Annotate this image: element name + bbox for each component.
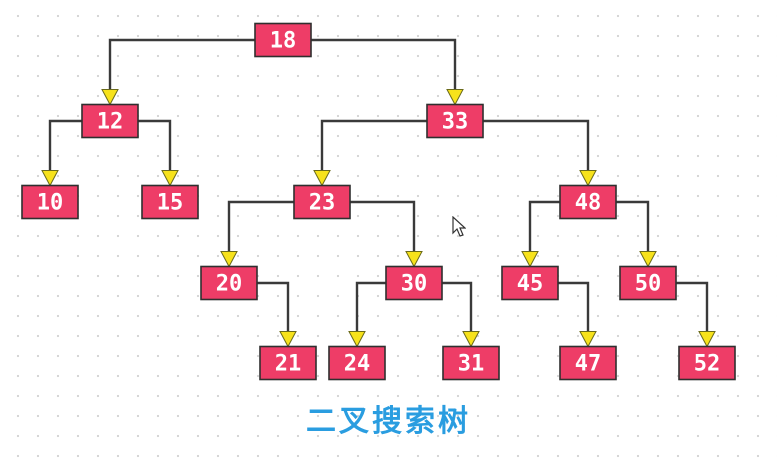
node-value: 30	[401, 272, 428, 297]
arrow-head-icon	[279, 331, 297, 348]
tree-node-31: 31	[442, 345, 500, 381]
edge-30-24	[348, 281, 386, 348]
node-value: 15	[157, 191, 184, 216]
node-value: 24	[344, 352, 371, 377]
tree-node-23: 23	[293, 184, 351, 220]
edge-12-10	[41, 119, 82, 187]
tree-node-21: 21	[259, 345, 317, 381]
tree-node-18: 18	[254, 22, 312, 58]
edge-20-21	[257, 281, 297, 348]
edges	[41, 38, 716, 348]
node-value: 12	[97, 110, 124, 135]
tree-node-20: 20	[200, 265, 258, 301]
arrow-head-icon	[405, 251, 423, 268]
node-value: 45	[517, 272, 544, 297]
tree-node-12: 12	[81, 103, 139, 139]
edge-48-45	[521, 200, 560, 268]
node-value: 52	[694, 352, 721, 377]
tree-node-50: 50	[619, 265, 677, 301]
mouse-cursor-icon	[452, 216, 466, 237]
tree-node-45: 45	[501, 265, 559, 301]
tree-node-24: 24	[328, 345, 386, 381]
tree-node-47: 47	[559, 345, 617, 381]
edge-33-23	[313, 119, 427, 187]
node-value: 33	[442, 110, 469, 135]
arrow-head-icon	[579, 170, 597, 187]
edge-18-12	[101, 38, 255, 106]
arrow-head-icon	[348, 331, 366, 348]
arrow-head-icon	[446, 89, 464, 106]
edge-48-50	[616, 200, 657, 268]
edge-18-33	[311, 38, 464, 106]
tree-node-33: 33	[426, 103, 484, 139]
edge-23-30	[350, 200, 423, 268]
arrow-head-icon	[41, 170, 59, 187]
edge-23-20	[220, 200, 294, 268]
node-value: 31	[458, 352, 485, 377]
arrow-head-icon	[101, 89, 119, 106]
arrow-head-icon	[161, 170, 179, 187]
tree-node-10: 10	[21, 184, 79, 220]
node-value: 21	[275, 352, 302, 377]
node-value: 48	[575, 191, 602, 216]
edge-33-48	[483, 119, 597, 187]
node-value: 50	[635, 272, 662, 297]
tree-node-48: 48	[559, 184, 617, 220]
arrow-head-icon	[579, 331, 597, 348]
node-value: 18	[270, 29, 297, 54]
arrow-head-icon	[220, 251, 238, 268]
arrow-head-icon	[698, 331, 716, 348]
edge-30-31	[442, 281, 480, 348]
arrow-head-icon	[639, 251, 657, 268]
arrow-head-icon	[521, 251, 539, 268]
node-value: 20	[216, 272, 243, 297]
node-value: 47	[575, 352, 602, 377]
edge-50-52	[676, 281, 716, 348]
arrow-head-icon	[462, 331, 480, 348]
tree-node-15: 15	[141, 184, 199, 220]
arrow-head-icon	[313, 170, 331, 187]
tree-node-30: 30	[385, 265, 443, 301]
diagram-caption: 二叉搜索树	[306, 404, 471, 439]
edge-12-15	[138, 119, 179, 187]
edge-45-47	[558, 281, 597, 348]
nodes: 18 12 33 10 15 23 48 20 30 45 50 21 24 31 47 52	[21, 22, 736, 381]
tree-node-52: 52	[678, 345, 736, 381]
node-value: 23	[309, 191, 336, 216]
node-value: 10	[37, 191, 64, 216]
